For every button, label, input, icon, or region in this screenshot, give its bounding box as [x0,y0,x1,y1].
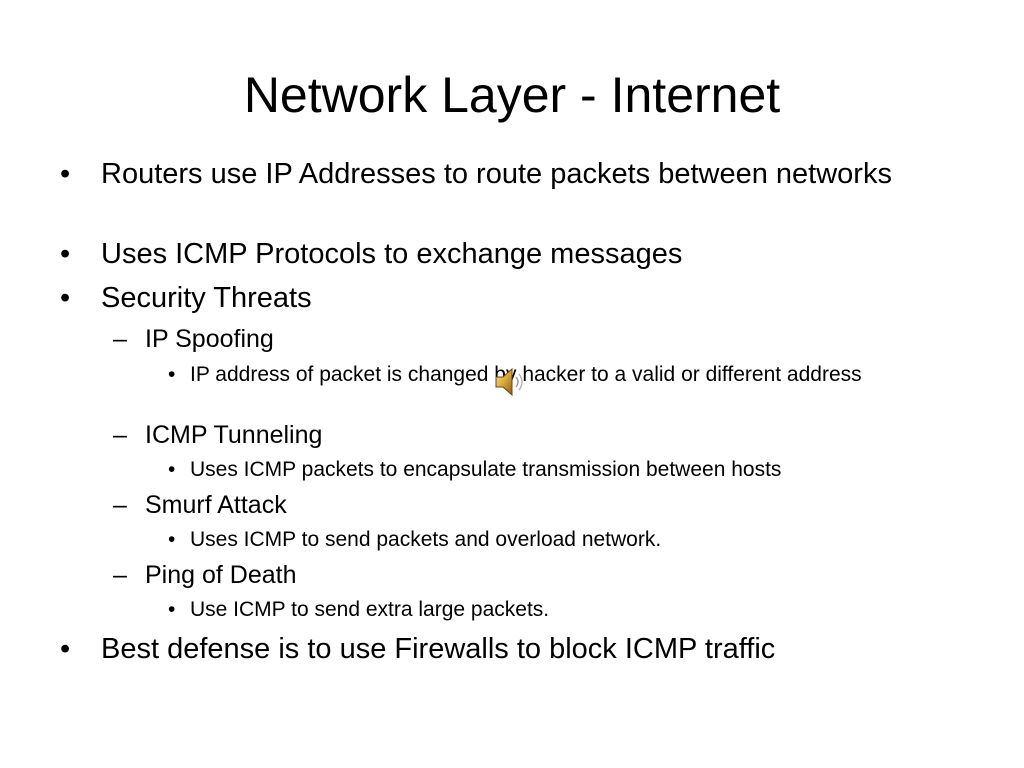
bullet-marker: • [60,633,71,665]
dash-marker: – [113,491,127,519]
bullet-item: • Best defense is to use Firewalls to bl… [60,631,960,667]
sub-item: – ICMP Tunneling [113,419,913,451]
bullet-text: Security Threats [101,282,312,314]
bullet-text: Routers use IP Addresses to route packet… [101,158,892,190]
dash-marker: – [113,561,127,589]
detail-text: Use ICMP to send extra large packets. [190,598,550,621]
detail-text: Uses ICMP packets to encapsulate transmi… [190,458,782,481]
sub-item-text: IP Spoofing [145,325,274,353]
dash-marker: – [113,421,127,449]
detail-item: • Uses ICMP to send packets and overload… [168,527,898,553]
bullet-marker: • [168,458,176,481]
bullet-marker: • [60,238,71,270]
bullet-marker: • [168,528,176,551]
sub-item-text: Ping of Death [145,561,297,589]
speaker-icon[interactable] [493,366,527,398]
bullet-item: • Uses ICMP Protocols to exchange messag… [60,236,960,272]
bullet-marker: • [168,598,176,621]
dash-marker: – [113,325,127,353]
bullet-marker: • [60,282,71,314]
bullet-marker: • [168,363,176,386]
bullet-marker: • [60,158,71,190]
detail-item: • Use ICMP to send extra large packets. [168,597,898,623]
bullet-item: • Security Threats [60,280,960,316]
sub-item-text: Smurf Attack [145,491,287,519]
detail-text: Uses ICMP to send packets and overload n… [190,528,662,551]
bullet-text: Uses ICMP Protocols to exchange messages [101,238,683,270]
slide-title: Network Layer - Internet [243,67,781,123]
detail-text: IP address of packet is changed by hacke… [190,363,862,386]
detail-item: • Uses ICMP packets to encapsulate trans… [168,457,898,483]
sub-item: – Ping of Death [113,559,913,591]
sub-item-text: ICMP Tunneling [145,421,323,449]
sub-item: – IP Spoofing [113,323,913,355]
bullet-item: • Routers use IP Addresses to route pack… [60,156,960,192]
detail-item: • IP address of packet is changed by hac… [168,362,898,388]
bullet-text: Best defense is to use Firewalls to bloc… [101,633,776,665]
sub-item: – Smurf Attack [113,489,913,521]
